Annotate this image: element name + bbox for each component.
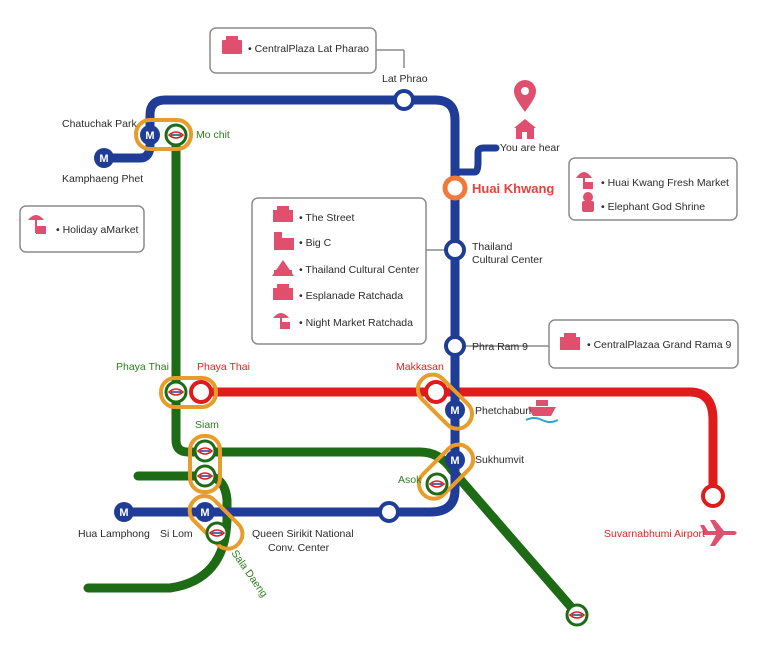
boat-icon: [525, 400, 559, 423]
label-phetchaburi: Phetchaburi: [475, 405, 531, 417]
interchange-makkasan: [415, 372, 475, 431]
bts-station-terminus[interactable]: [565, 603, 589, 627]
bts-station-siam-2[interactable]: [193, 464, 217, 488]
tower-building-icon: [274, 232, 294, 250]
svg-text:M: M: [200, 507, 209, 519]
label-chatuchak-park: Chatuchak Park: [62, 118, 137, 130]
poi-chatuchak-0: • Holiday aMarket: [56, 224, 139, 236]
poi-huai-khwang-0: • Huai Kwang Fresh Market: [601, 177, 729, 189]
mrt-station-sukhumvit[interactable]: M: [445, 450, 465, 470]
svg-text:M: M: [99, 153, 108, 165]
svg-text:M: M: [450, 405, 459, 417]
building-icon: [273, 284, 293, 300]
label-kamphaeng-phet: Kamphaeng Phet: [62, 173, 143, 185]
mrt-blue-line: [99, 95, 460, 517]
callout-chatuchak: • Holiday aMarket: [19, 205, 145, 253]
callout-cultural: • The Street • Big C • Thailand Cultural…: [251, 197, 452, 345]
mrt-station-huai-khwang[interactable]: [442, 175, 468, 201]
svg-text:M: M: [145, 130, 154, 142]
callout-lat-phrao: • CentralPlaza Lat Pharao: [209, 27, 405, 74]
label-qsncc-1: Queen Sirikit National: [252, 528, 354, 540]
you-are-here-spur: [451, 144, 500, 176]
market-umbrella-icon: [576, 172, 593, 189]
market-umbrella-icon: [28, 215, 46, 234]
interchange-chatuchak: [134, 118, 193, 151]
poi-huai-khwang-1: • Elephant God Shrine: [601, 201, 705, 213]
mrt-station-kamphaeng-phet[interactable]: M: [94, 148, 114, 168]
bts-station-asok[interactable]: [425, 472, 449, 496]
label-suvarnabhumi: Suvarnabhumi Airport: [604, 528, 705, 540]
mrt-station-lat-phrao[interactable]: [393, 89, 415, 111]
label-hua-lamphong: Hua Lamphong: [78, 528, 150, 540]
label-thailand-cultural-center-1: Thailand: [472, 241, 512, 253]
label-si-lom: Si Lom: [160, 528, 193, 540]
location-pin-icon: [514, 80, 536, 112]
mrt-station-hua-lamphong[interactable]: M: [114, 502, 134, 522]
label-mo-chit: Mo chit: [196, 129, 230, 141]
interchange-siam: [188, 434, 222, 494]
mrt-station-qsncc[interactable]: [378, 501, 400, 523]
elephant-shrine-icon: [582, 192, 594, 212]
bts-station-siam-1[interactable]: [193, 439, 217, 463]
callout-huai-khwang: • Huai Kwang Fresh Market • Elephant God…: [568, 157, 738, 221]
label-siam: Siam: [195, 419, 219, 431]
arl-station-suvarnabhumi[interactable]: [701, 484, 725, 508]
label-qsncc-2: Conv. Center: [268, 542, 330, 554]
airport-rail-link-line: [195, 387, 718, 501]
arl-station-makkasan[interactable]: [424, 380, 448, 404]
mrt-station-si-lom[interactable]: M: [195, 502, 215, 522]
label-huai-khwang: Huai Khwang: [472, 181, 554, 196]
building-icon: [222, 36, 242, 54]
svg-text:M: M: [119, 507, 128, 519]
callout-rama9: • CentralPlazaa Grand Rama 9: [466, 319, 739, 369]
interchange-phaya-thai: [159, 376, 218, 409]
mrt-station-phra-ram-9[interactable]: [444, 335, 466, 357]
home-icon: [514, 119, 536, 139]
mrt-station-phetchaburi[interactable]: M: [445, 400, 465, 420]
label-asok: Asok: [398, 474, 422, 486]
bts-station-phaya-thai[interactable]: [164, 380, 188, 404]
poi-cultural-2: • Thailand Cultural Center: [299, 264, 420, 276]
interchange-asok: [416, 442, 476, 501]
label-phaya-thai-arl: Phaya Thai: [197, 361, 250, 373]
airplane-icon: [700, 520, 737, 546]
label-lat-phrao: Lat Phrao: [382, 73, 428, 85]
poi-rama9-0: • CentralPlazaa Grand Rama 9: [587, 339, 731, 351]
mrt-station-chatuchak-park[interactable]: M: [140, 125, 160, 145]
label-phaya-thai-bts: Phaya Thai: [116, 361, 169, 373]
label-sala-daeng: Sala Daeng: [229, 548, 270, 600]
mrt-station-thailand-cultural-center[interactable]: [444, 239, 466, 261]
poi-lat-phrao-0: • CentralPlaza Lat Pharao: [248, 43, 369, 55]
label-thailand-cultural-center-2: Cultural Center: [472, 254, 543, 266]
label-sukhumvit: Sukhumvit: [475, 454, 524, 466]
svg-text:M: M: [450, 455, 459, 467]
poi-cultural-0: • The Street: [299, 212, 355, 224]
label-you-are-here: You are hear: [500, 142, 560, 154]
building-icon: [560, 333, 580, 350]
bts-station-sala-daeng[interactable]: [205, 521, 229, 545]
bts-station-mo-chit[interactable]: [164, 123, 188, 147]
poi-cultural-1: • Big C: [299, 237, 332, 249]
building-icon: [273, 206, 293, 222]
poi-cultural-4: • Night Market Ratchada: [299, 317, 413, 329]
market-umbrella-icon: [273, 313, 290, 329]
arl-station-phaya-thai[interactable]: [189, 380, 213, 404]
label-phra-ram-9: Phra Ram 9: [472, 341, 528, 353]
poi-cultural-3: • Esplanade Ratchada: [299, 290, 403, 302]
temple-icon: [272, 260, 294, 276]
label-makkasan: Makkasan: [396, 361, 444, 373]
